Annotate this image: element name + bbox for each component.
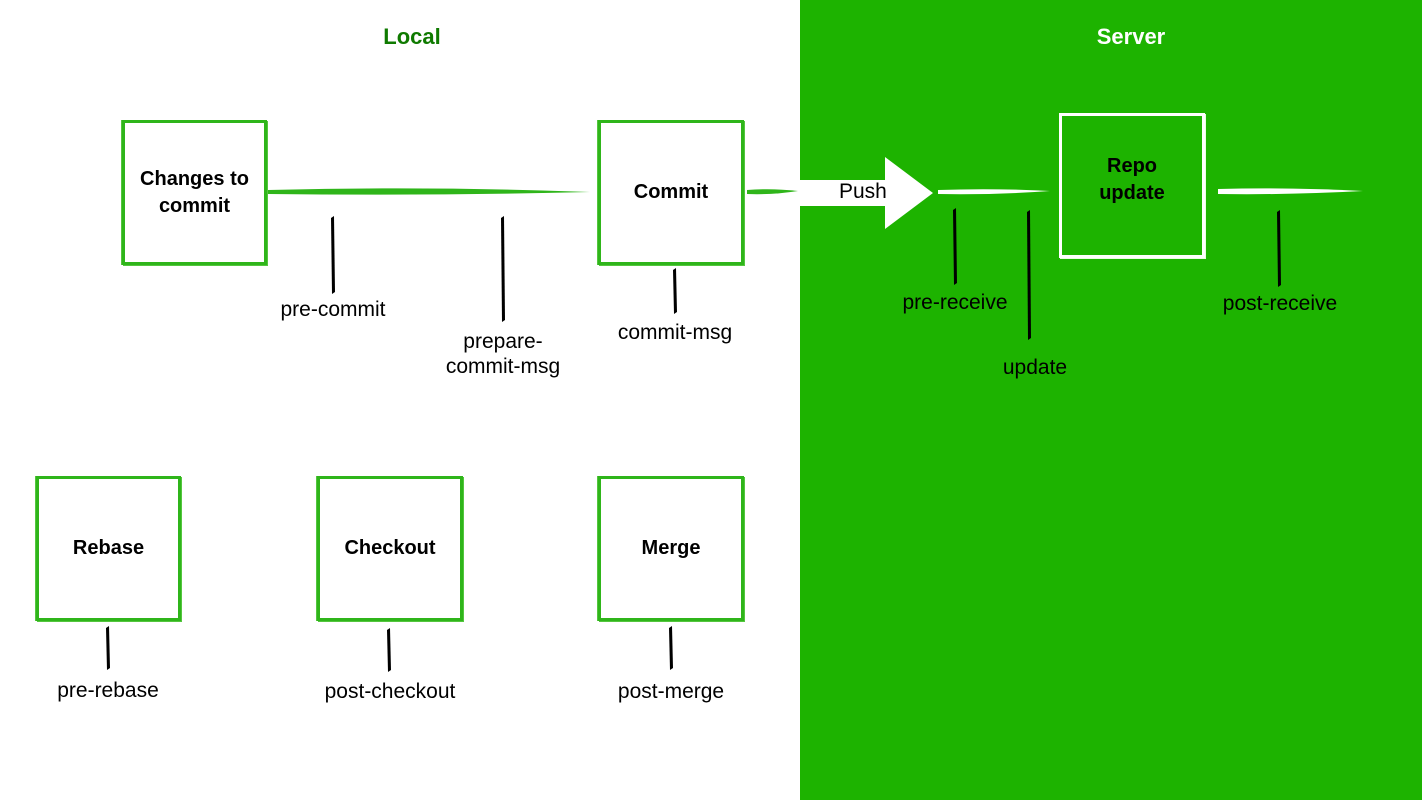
hook-label-pre-commit: pre-commit	[280, 298, 386, 321]
tick-commit-msg	[673, 268, 677, 314]
hook-label-prepare-commit-msg: prepare-commit-msg	[445, 330, 561, 378]
tick-post-checkout	[387, 628, 391, 672]
tick-post-receive	[1277, 210, 1281, 287]
rebase-label: Rebase	[72, 537, 145, 559]
push-arrow	[799, 157, 933, 229]
flow-line-push-to-repo-update	[938, 189, 1050, 195]
tick-post-merge	[669, 626, 673, 670]
flow-line-commit-to-push	[747, 189, 798, 195]
rebase-box: Rebase	[36, 476, 181, 621]
hook-label-post-checkout: post-checkout	[324, 680, 456, 703]
hook-label-update: update	[1002, 356, 1068, 379]
hook-label-post-merge: post-merge	[617, 680, 725, 703]
push-label: Push	[839, 180, 887, 203]
commit-label: Commit	[633, 181, 709, 203]
server-section-title: Server	[1096, 24, 1166, 49]
hook-label-pre-rebase: pre-rebase	[57, 679, 159, 702]
commit-box: Commit	[598, 120, 744, 265]
repo-update-label: Repo update	[1099, 154, 1165, 204]
tick-pre-receive	[953, 208, 957, 285]
tick-prepare-commit-msg	[501, 216, 505, 322]
merge-label: Merge	[641, 537, 701, 559]
repo-update-box: Repo update	[1059, 113, 1205, 258]
changes-to-commit-label: Changes to commit	[140, 167, 249, 217]
tick-pre-rebase	[106, 626, 110, 670]
tick-update	[1027, 210, 1031, 340]
merge-box: Merge	[598, 476, 744, 621]
server-panel	[800, 0, 1422, 800]
hook-label-post-receive: post-receive	[1222, 292, 1338, 315]
changes-to-commit-box: Changes to commit	[122, 120, 267, 265]
checkout-box: Checkout	[317, 476, 463, 621]
local-panel	[0, 0, 800, 800]
hook-label-commit-msg: commit-msg	[617, 321, 733, 344]
flow-line-changes-to-commit	[268, 188, 590, 195]
hook-label-pre-receive: pre-receive	[902, 291, 1008, 314]
local-section-title: Local	[383, 24, 441, 49]
tick-pre-commit	[331, 216, 335, 294]
checkout-label: Checkout	[344, 537, 436, 559]
flow-line-repo-update-out	[1218, 188, 1363, 195]
